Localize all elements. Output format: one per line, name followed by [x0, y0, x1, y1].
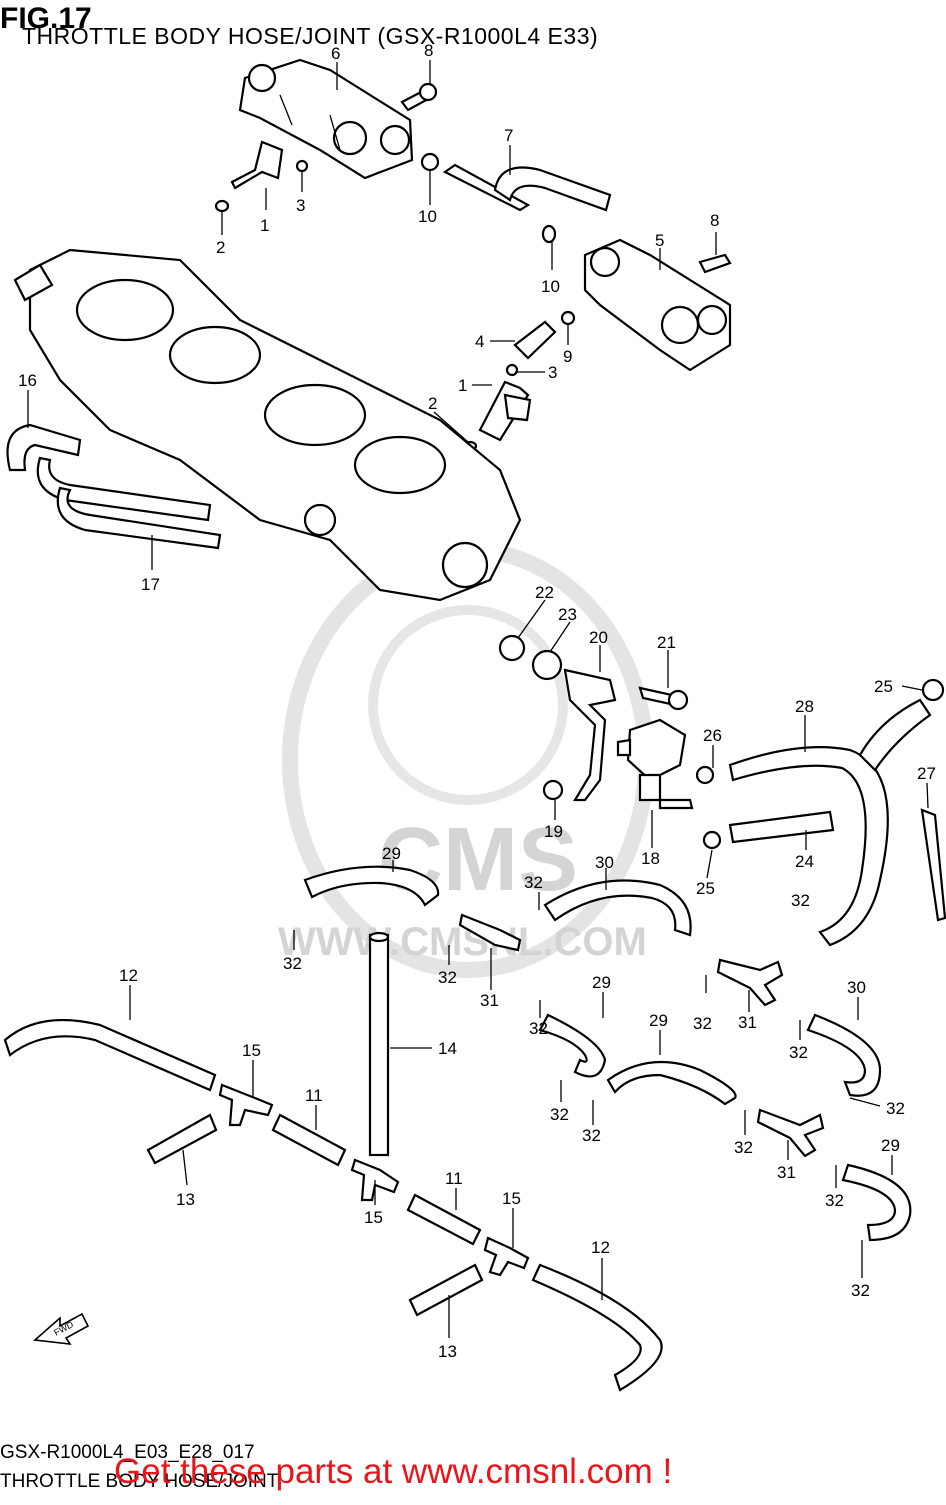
callout-14: 14	[438, 1039, 457, 1058]
callout-12: 12	[591, 1238, 610, 1257]
callout-32: 32	[791, 891, 810, 910]
callout-32: 32	[825, 1191, 844, 1210]
figure-title: THROTTLE BODY HOSE/JOINT (GSX-R1000L4 E3…	[22, 23, 599, 49]
callout-32: 32	[789, 1043, 808, 1062]
callout-32: 32	[283, 954, 302, 973]
figure-number: FIG.17	[0, 2, 92, 35]
callout-32: 32	[582, 1126, 601, 1145]
strap-27	[920, 808, 946, 922]
callout-15: 15	[502, 1189, 521, 1208]
hose-16-17	[6, 423, 222, 550]
callout-26: 26	[703, 726, 722, 745]
callout-3: 3	[296, 196, 305, 215]
callout-24: 24	[795, 852, 814, 871]
callout-16: 16	[18, 371, 37, 390]
fuel-rail-lower	[583, 238, 732, 372]
callout-29: 29	[881, 1136, 900, 1155]
callout-31: 31	[480, 991, 499, 1010]
callout-9: 9	[563, 347, 572, 366]
parts-22-23-20-21	[498, 634, 689, 802]
callout-25: 25	[874, 677, 893, 696]
callout-18: 18	[641, 849, 660, 868]
callout-5: 5	[655, 231, 664, 250]
callout-32: 32	[529, 1019, 548, 1038]
callout-15: 15	[364, 1208, 383, 1227]
callout-13: 13	[176, 1190, 195, 1209]
callout-25: 25	[696, 879, 715, 898]
callout-21: 21	[657, 633, 676, 652]
callout-4: 4	[475, 332, 484, 351]
promo-link[interactable]: Get these parts at www.cmsnl.com !	[114, 1452, 673, 1491]
callout-8: 8	[710, 211, 719, 230]
callout-20: 20	[589, 628, 608, 647]
hose-7	[420, 152, 612, 244]
callout-29: 29	[649, 1011, 668, 1030]
cap-4	[505, 310, 576, 377]
fwd-arrow-icon: FWD	[33, 1312, 90, 1345]
hoses-lower	[3, 1018, 663, 1392]
callout-2: 2	[428, 394, 437, 413]
bolt-upper	[400, 82, 438, 112]
throttle-body	[13, 248, 522, 602]
callout-30: 30	[847, 978, 866, 997]
callout-32: 32	[524, 873, 543, 892]
callout-12: 12	[119, 966, 138, 985]
pipe-14	[368, 931, 390, 1157]
callout-11: 11	[445, 1169, 463, 1188]
callout-17: 17	[141, 575, 160, 594]
callout-31: 31	[777, 1163, 796, 1182]
hoses-middle	[303, 865, 912, 1242]
callout-27: 27	[917, 764, 936, 783]
callout-32: 32	[550, 1105, 569, 1124]
callout-labels: 6 8 7 1 3 2 10 10 8 5 4 9 3 1 2 16 17 22…	[18, 41, 936, 1361]
callout-22: 22	[535, 583, 554, 602]
callout-29: 29	[382, 844, 401, 863]
callout-30: 30	[595, 853, 614, 872]
watermark-brand: CMS	[378, 810, 578, 910]
hose-28	[695, 678, 945, 947]
callout-28: 28	[795, 697, 814, 716]
callout-2: 2	[216, 238, 225, 257]
callout-32: 32	[438, 968, 457, 987]
leader-lines	[27, 60, 929, 1338]
callout-32: 32	[851, 1281, 870, 1300]
callout-29: 29	[592, 973, 611, 992]
callout-11: 11	[305, 1086, 323, 1105]
callout-23: 23	[558, 605, 577, 624]
diagram-code: GSX-R1000L4_E03_E28_017	[0, 1442, 255, 1463]
callout-1: 1	[260, 216, 269, 235]
injector-upper	[214, 140, 309, 213]
fuel-rail-upper	[238, 58, 414, 180]
callout-19: 19	[544, 822, 563, 841]
callout-7: 7	[504, 126, 513, 145]
callout-31: 31	[738, 1013, 757, 1032]
callout-15: 15	[242, 1041, 261, 1060]
callout-8: 8	[424, 41, 433, 60]
solenoid-18	[542, 718, 694, 810]
callout-32: 32	[734, 1138, 753, 1157]
callout-6: 6	[331, 44, 340, 63]
callout-3: 3	[548, 363, 557, 382]
callout-32: 32	[693, 1014, 712, 1033]
callout-13: 13	[438, 1342, 457, 1361]
injector-lower	[462, 380, 532, 452]
diagram-name: THROTTLE BODY HOSE/JOINT	[0, 1471, 279, 1492]
callout-1: 1	[458, 376, 467, 395]
callout-10: 10	[418, 207, 437, 226]
callout-10: 10	[541, 277, 560, 296]
callout-32: 32	[886, 1099, 905, 1118]
